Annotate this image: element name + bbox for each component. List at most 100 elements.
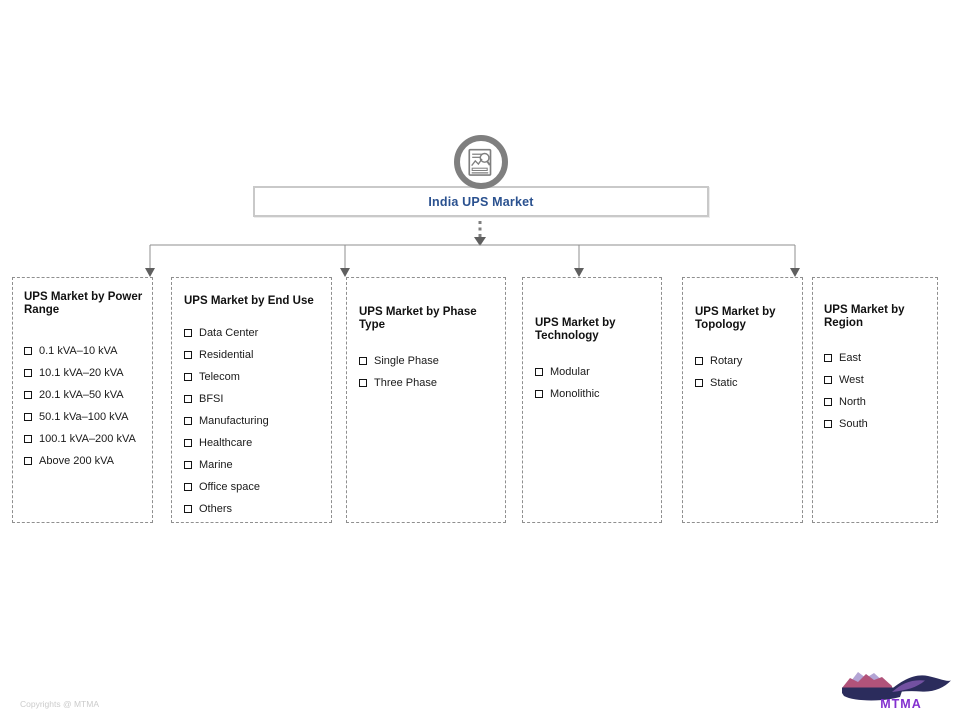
checkbox-icon — [695, 379, 703, 387]
segment-item: 0.1 kVA–10 kVA — [24, 345, 148, 357]
checkbox-icon — [24, 391, 32, 399]
checkbox-icon — [824, 398, 832, 406]
branch-title: UPS Market by Power Range — [24, 291, 143, 316]
segment-item: Data Center — [184, 327, 325, 339]
segment-item: North — [824, 396, 933, 408]
segment-item-label: 20.1 kVA–50 kVA — [39, 389, 124, 401]
checkbox-icon — [535, 390, 543, 398]
segment-item: East — [824, 352, 933, 364]
checkbox-icon — [695, 357, 703, 365]
segment-item-label: North — [839, 396, 866, 408]
segment-item-label: 0.1 kVA–10 kVA — [39, 345, 118, 357]
checkbox-icon — [184, 373, 192, 381]
segment-item: Office space — [184, 481, 325, 493]
root-node-label: India UPS Market — [428, 194, 534, 209]
checkbox-icon — [24, 457, 32, 465]
segment-item-label: BFSI — [199, 393, 224, 405]
segment-item: BFSI — [184, 393, 325, 405]
segment-item-label: Rotary — [710, 355, 743, 367]
segment-item: Telecom — [184, 371, 325, 383]
branch-title: UPS Market by Region — [824, 304, 905, 329]
checkbox-icon — [24, 435, 32, 443]
report-magnifier-icon — [454, 135, 508, 189]
segment-item-label: Three Phase — [374, 377, 437, 389]
segment-item: Manufacturing — [184, 415, 325, 427]
segment-item: Rotary — [695, 355, 798, 367]
drop-arrow — [145, 245, 155, 277]
segment-item-label: Marine — [199, 459, 233, 471]
segment-item-label: Healthcare — [199, 437, 253, 449]
segment-item-label: Monolithic — [550, 388, 600, 400]
segment-item-label: Manufacturing — [199, 415, 269, 427]
segment-item-label: Single Phase — [374, 355, 439, 367]
checkbox-icon — [184, 461, 192, 469]
drop-arrow — [340, 245, 350, 277]
segment-item: 10.1 kVA–20 kVA — [24, 367, 148, 379]
dotted-arrow — [474, 221, 486, 246]
segment-item-label: Static — [710, 377, 738, 389]
branch-title: UPS Market by Topology — [695, 306, 776, 331]
checkbox-icon — [824, 376, 832, 384]
segment-item-label: Telecom — [199, 371, 240, 383]
logo-text: MTMA — [880, 697, 922, 711]
mtma-logo: MTMA — [840, 664, 952, 716]
checkbox-icon — [184, 329, 192, 337]
segment-item-label: Data Center — [199, 327, 259, 339]
branch-item-list: 0.1 kVA–10 kVA 10.1 kVA–20 kVA 20.1 kVA–50… — [24, 345, 148, 467]
segment-item: Others — [184, 503, 325, 515]
drop-arrow — [790, 245, 800, 277]
segment-item: Residential — [184, 349, 325, 361]
segment-item: 50.1 kVa–100 kVA — [24, 411, 148, 423]
branch-title: UPS Market by Technology — [535, 317, 616, 342]
checkbox-icon — [184, 483, 192, 491]
segment-item: Monolithic — [535, 388, 655, 400]
segment-item-label: East — [839, 352, 862, 364]
checkbox-icon — [535, 368, 543, 376]
segment-item-label: Others — [199, 503, 233, 515]
branch-box-power-range: UPS Market by Power Range 0.1 kVA–10 kVA… — [12, 277, 153, 523]
checkbox-icon — [824, 354, 832, 362]
segment-item: 100.1 kVA–200 kVA — [24, 433, 148, 445]
checkbox-icon — [184, 395, 192, 403]
segment-item: Modular — [535, 366, 655, 378]
segment-item: Three Phase — [359, 377, 497, 389]
segment-item: West — [824, 374, 933, 386]
checkbox-icon — [24, 369, 32, 377]
segment-item: 20.1 kVA–50 kVA — [24, 389, 148, 401]
segment-item-label: Office space — [199, 481, 260, 493]
segment-item: Static — [695, 377, 798, 389]
drop-arrow — [574, 245, 584, 277]
copyright-text: Copyrights @ MTMA — [20, 699, 100, 709]
checkbox-icon — [359, 357, 367, 365]
checkbox-icon — [24, 347, 32, 355]
segment-item: Marine — [184, 459, 325, 471]
checkbox-icon — [184, 417, 192, 425]
checkbox-icon — [359, 379, 367, 387]
segment-item-label: Above 200 kVA — [39, 455, 115, 467]
segment-item-label: Modular — [550, 366, 590, 378]
segment-item: South — [824, 418, 933, 430]
segment-item-label: 50.1 kVa–100 kVA — [39, 411, 129, 423]
segment-item: Healthcare — [184, 437, 325, 449]
branch-title: UPS Market by End Use — [184, 295, 314, 307]
checkbox-icon — [184, 439, 192, 447]
checkbox-icon — [184, 351, 192, 359]
root-node: India UPS Market — [253, 186, 709, 217]
segment-item-label: 10.1 kVA–20 kVA — [39, 367, 124, 379]
checkbox-icon — [824, 420, 832, 428]
segment-item-label: South — [839, 418, 868, 430]
checkbox-icon — [24, 413, 32, 421]
segment-item-label: 100.1 kVA–200 kVA — [39, 433, 136, 445]
segment-item: Single Phase — [359, 355, 497, 367]
segment-item-label: Residential — [199, 349, 254, 361]
